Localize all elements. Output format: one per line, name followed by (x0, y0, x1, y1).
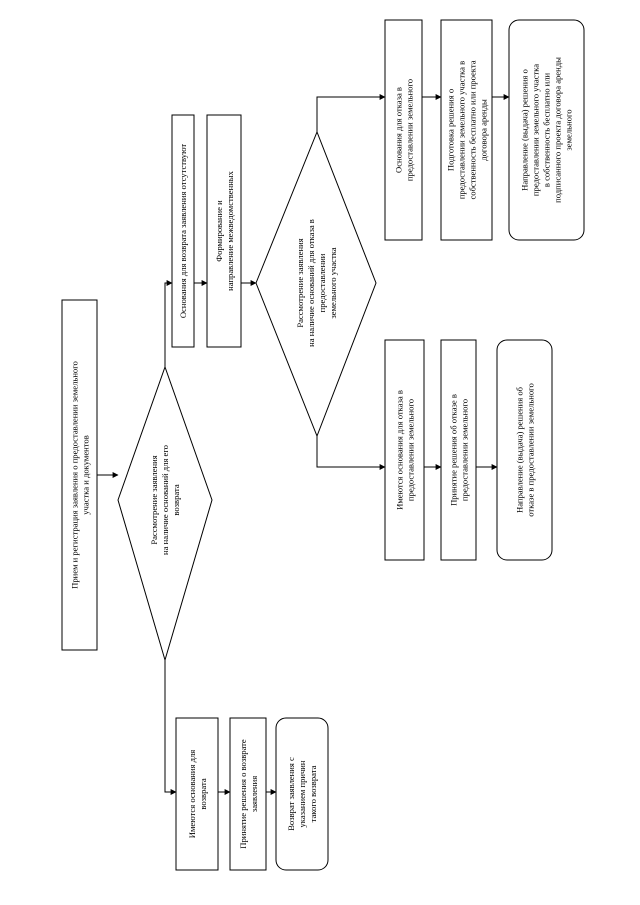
svg-text:Имеются основания длявозврата: Имеются основания длявозврата (187, 750, 208, 838)
node-rassm2-decision: Рассмотрение заявленияна наличие основан… (255, 130, 377, 438)
node-prinyatie-otkaz: Принятие решения об отказе впредоставлен… (440, 339, 477, 561)
node-rassm2-label-2: на наличие оснований для отказа в (306, 219, 316, 347)
node-napravlenie-resh-label-4: подписанного проекта договора аренды (553, 57, 563, 203)
svg-text:Возврат заявления суказанием п: Возврат заявления суказанием причинтаког… (286, 757, 318, 831)
node-rassm2-label-4: земельного участка (328, 247, 338, 318)
svg-text:Рассмотрение заявленияна налич: Рассмотрение заявленияна наличие основан… (295, 219, 338, 347)
node-osn-otkaz-otsut-label-1: Основания для отказа в (394, 87, 404, 173)
node-formir-label-2: направление межведомственных (225, 170, 235, 290)
node-vozvrat-label-3: такого возврата (308, 765, 318, 822)
node-napravlenie-resh-label-3: в собственность бесплатно или (542, 72, 552, 187)
node-napravlenie-resh-label-2: предоставлении земельного участка (531, 64, 541, 196)
node-priem: Прием и регистрация заявления о предоста… (61, 299, 98, 651)
node-napravlenie-resh-label-1: Направление (выдача) решения о (520, 69, 530, 191)
svg-text:Основания для возврата заявлен: Основания для возврата заявления отсутст… (178, 144, 188, 319)
node-rassm1-label-2: на наличие оснований для его (160, 445, 170, 555)
node-napravlenie-otkaz-label-1: Направление (выдача) решения об (515, 386, 525, 513)
node-osn-otkaz-est-label-2: предоставлении земельного (406, 399, 416, 501)
svg-text:Подготовка решения опредоставл: Подготовка решения опредоставлении земел… (446, 60, 489, 199)
node-osn-otkaz-otsut: Основания для отказа впредоставлении зем… (384, 19, 423, 241)
node-prinyatie-vozvrat: Принятие решения о возвратезаявления (229, 717, 267, 871)
node-vozvrat-label-2: указанием причин (297, 760, 307, 827)
svg-text:Рассмотрение заявленияна налич: Рассмотрение заявленияна наличие основан… (149, 445, 181, 555)
node-podgotovka: Подготовка решения опредоставлении земел… (440, 19, 493, 241)
svg-text:Прием и регистрация заявления: Прием и регистрация заявления о предоста… (70, 361, 91, 589)
svg-text:Имеются основания для отказа в: Имеются основания для отказа впредоставл… (395, 390, 416, 510)
svg-text:Направление (выдача) решения о: Направление (выдача) решения опредоставл… (520, 57, 574, 203)
arrow-rassm1-to-osn-vozvrat-otsut (164, 280, 173, 367)
node-rassm1-label-3: возврата (171, 484, 181, 515)
node-napravlenie-resh: Направление (выдача) решения опредоставл… (508, 19, 585, 241)
node-rassm1-label-1: Рассмотрение заявления (149, 455, 159, 544)
node-prinyatie-otkaz-label-2: предоставлении земельного (460, 399, 470, 501)
node-rassm2-label-1: Рассмотрение заявления (295, 238, 305, 327)
node-osn-vozvrat-otsut-label-1: Основания для возврата заявления отсутст… (178, 144, 188, 319)
svg-text:Направление (выдача) решения о: Направление (выдача) решения оботказе в … (515, 383, 536, 517)
node-podgotovka-label-1: Подготовка решения о (446, 89, 456, 171)
node-napravlenie-otkaz-label-2: отказе в предоставлении земельного (526, 383, 536, 517)
node-osn-vozvrat-est-label-1: Имеются основания для (187, 750, 197, 838)
node-osn-vozvrat-est: Имеются основания длявозврата (175, 717, 219, 871)
node-osn-vozvrat-otsut: Основания для возврата заявления отсутст… (171, 114, 195, 348)
node-formir-label-1: Формирование и (214, 200, 224, 262)
node-napravlenie-resh-label-5: земельного (564, 109, 574, 150)
node-rassm2-label-3: предоставлении (317, 253, 327, 312)
node-vozvrat-label-1: Возврат заявления с (286, 757, 296, 831)
node-prinyatie-otkaz-label-1: Принятие решения об отказе в (449, 394, 459, 506)
arrow-rassm1-to-osn-vozvrat-est (164, 660, 177, 795)
connectors (97, 94, 510, 795)
node-rassm1-decision: Рассмотрение заявленияна наличие основан… (117, 365, 213, 662)
svg-text:Формирование инаправление межв: Формирование инаправление межведомственн… (214, 170, 235, 290)
node-osn-otkaz-est-label-1: Имеются основания для отказа в (395, 390, 405, 510)
node-priem-label-2: участка и документов (81, 435, 91, 515)
node-podgotovka-label-4: договора аренды (479, 99, 489, 161)
node-podgotovka-label-2: предоставлении земельного участка в (457, 61, 467, 199)
node-podgotovka-label-3: собственность бесплатно или проекта (468, 60, 478, 199)
svg-text:Принятие решения о возвратезая: Принятие решения о возвратезаявления (238, 739, 259, 849)
node-prinyatie-vozvrat-label-2: заявления (249, 776, 259, 812)
node-prinyatie-vozvrat-label-1: Принятие решения о возврате (238, 739, 248, 849)
node-osn-otkaz-otsut-label-2: предоставлении земельного (405, 79, 415, 181)
node-napravlenie-otkaz: Направление (выдача) решения оботказе в … (496, 339, 553, 561)
arrow-rassm2-to-osn-otkaz-otsut (316, 94, 386, 132)
node-osn-otkaz-est: Имеются основания для отказа впредоставл… (384, 339, 425, 561)
arrow-rassm2-to-osn-otkaz-est (316, 436, 386, 470)
svg-text:Принятие решения об отказе впр: Принятие решения об отказе впредоставлен… (449, 394, 470, 506)
node-priem-label-1: Прием и регистрация заявления о предоста… (70, 361, 80, 589)
node-osn-vozvrat-est-label-2: возврата (198, 778, 208, 809)
svg-text:Основания для отказа впредоста: Основания для отказа впредоставлении зем… (394, 79, 415, 181)
node-vozvrat: Возврат заявления суказанием причинтаког… (275, 717, 329, 871)
node-formir: Формирование инаправление межведомственн… (206, 114, 242, 348)
